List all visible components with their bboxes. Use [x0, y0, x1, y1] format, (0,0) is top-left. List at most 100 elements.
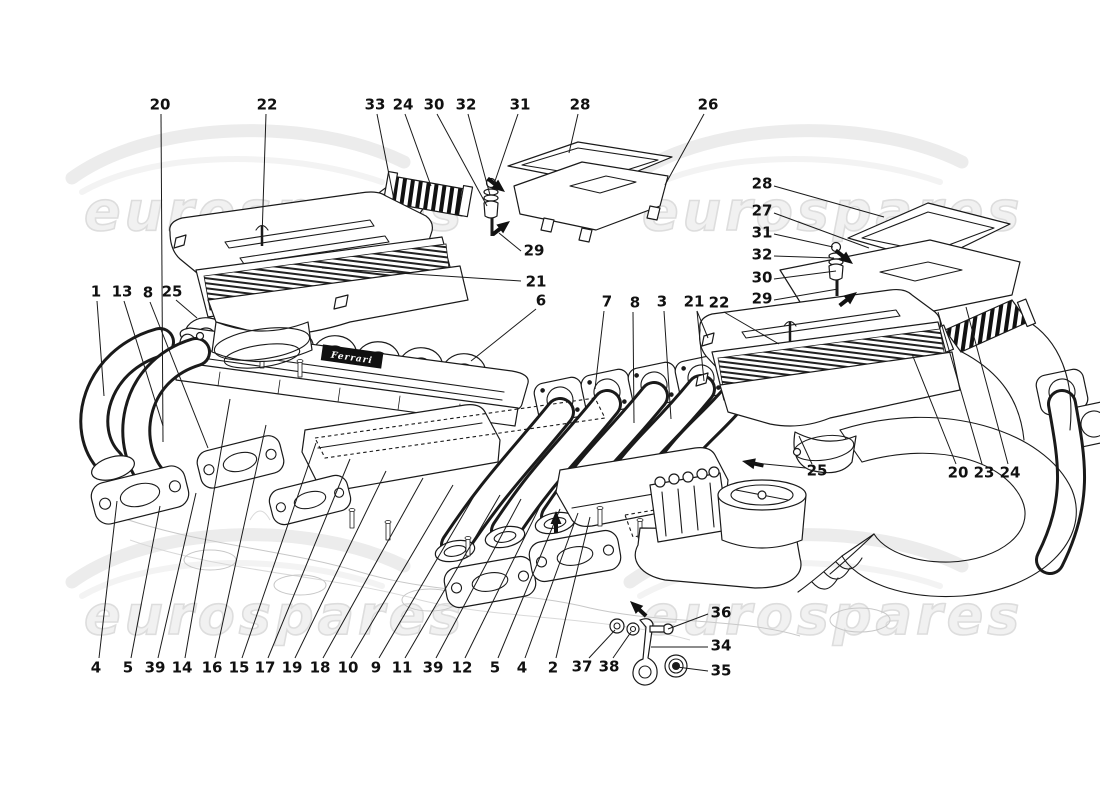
callout-21: 21 [684, 293, 705, 311]
lever-34 [632, 618, 658, 686]
leader-line-1 [96, 300, 105, 397]
callout-25: 25 [807, 462, 828, 480]
callout-24: 24 [1000, 464, 1021, 482]
leader-line-36 [667, 613, 709, 630]
cover-clip [173, 234, 187, 249]
bolt-36 [649, 623, 674, 635]
callout-29: 29 [524, 242, 545, 260]
leader-line-9 [378, 490, 478, 659]
pan-clip [333, 294, 349, 310]
callout-32: 32 [752, 246, 773, 264]
callout-30: 30 [752, 269, 773, 287]
leader-line-14 [184, 398, 231, 659]
callout-22: 22 [257, 96, 278, 114]
leader-line-21 [696, 310, 709, 339]
callout-15: 15 [229, 659, 250, 677]
leader-line-12 [464, 503, 542, 659]
callout-27: 27 [752, 202, 773, 220]
callout-16: 16 [202, 659, 223, 677]
callout-12: 12 [452, 659, 473, 677]
callout-5: 5 [123, 659, 133, 677]
leader-line-8 [149, 301, 209, 449]
callout-8: 8 [630, 294, 640, 312]
leader-line-4 [524, 512, 579, 659]
lever-assembly [609, 618, 688, 686]
leader-line-4 [98, 500, 118, 659]
callout-2: 2 [548, 659, 558, 677]
direction-arrow [838, 292, 857, 308]
leader-line-11 [404, 494, 501, 659]
leader-line-13 [123, 300, 164, 427]
direction-arrow [834, 248, 853, 264]
cover-clip [695, 372, 709, 387]
flange-gaskets [90, 435, 622, 609]
callout-6: 6 [536, 292, 546, 310]
callout-14: 14 [172, 659, 193, 677]
callout-11: 11 [392, 659, 413, 677]
leader-line-26 [664, 113, 705, 186]
leader-line-20 [911, 353, 957, 465]
callout-23: 23 [974, 464, 995, 482]
leader-line-19 [294, 470, 387, 659]
leader-line-21 [321, 267, 522, 282]
leader-line-28 [568, 113, 579, 154]
callout-22: 22 [709, 294, 730, 312]
bushing-35 [664, 654, 688, 678]
callout-13: 13 [112, 283, 133, 301]
callout-5: 5 [490, 659, 500, 677]
leader-line-31 [773, 233, 834, 248]
callout-17: 17 [255, 659, 276, 677]
leader-line-39 [157, 492, 197, 659]
callout-20: 20 [150, 96, 171, 114]
watermark-swoosh [637, 156, 943, 195]
leader-line-27 [773, 212, 870, 249]
callout-28: 28 [570, 96, 591, 114]
callout-31: 31 [752, 224, 773, 242]
leader-line-2 [555, 516, 591, 659]
leader-line-17 [267, 458, 351, 659]
callout-29: 29 [752, 290, 773, 308]
watermark-swoosh [65, 528, 411, 589]
leader-line-32 [773, 255, 835, 259]
direction-arrow [742, 458, 764, 470]
callout-39: 39 [145, 659, 166, 677]
callout-39: 39 [423, 659, 444, 677]
mount-hardware-left [483, 177, 499, 236]
leader-line-29 [773, 288, 839, 301]
cover-clip [701, 332, 715, 347]
leader-line-21 [696, 310, 705, 382]
watermark-swoosh [65, 124, 411, 185]
fuel-distributor [634, 466, 807, 589]
gasket-frame-and-tray-left [507, 141, 673, 243]
direction-arrow [491, 221, 510, 237]
watermark-swoosh [79, 156, 385, 195]
leader-line-3 [663, 310, 672, 420]
air-cleaner-left [169, 170, 474, 369]
leader-line-23 [937, 311, 983, 465]
leader-line-15 [241, 442, 317, 659]
leader-line-7 [594, 310, 605, 390]
callout-3: 3 [657, 293, 667, 311]
leader-line-5 [130, 505, 161, 659]
leader-line-20 [160, 113, 164, 443]
leader-line-29 [498, 232, 522, 252]
leader-line-31 [493, 113, 519, 185]
leader-line-35 [676, 666, 709, 672]
callout-30: 30 [424, 96, 445, 114]
callout-33: 33 [365, 96, 386, 114]
callout-4: 4 [91, 659, 101, 677]
leader-line-22 [261, 113, 267, 238]
callout-7: 7 [602, 293, 612, 311]
direction-arrow [630, 601, 648, 618]
callout-21: 21 [526, 273, 547, 291]
callout-35: 35 [711, 662, 732, 680]
wing-screw-right [783, 320, 797, 342]
leader-line-28 [773, 185, 885, 218]
direction-arrows-layer [486, 176, 857, 618]
callout-34: 34 [711, 637, 732, 655]
callout-10: 10 [338, 659, 359, 677]
callout-37: 37 [572, 658, 593, 676]
callout-24: 24 [393, 96, 414, 114]
